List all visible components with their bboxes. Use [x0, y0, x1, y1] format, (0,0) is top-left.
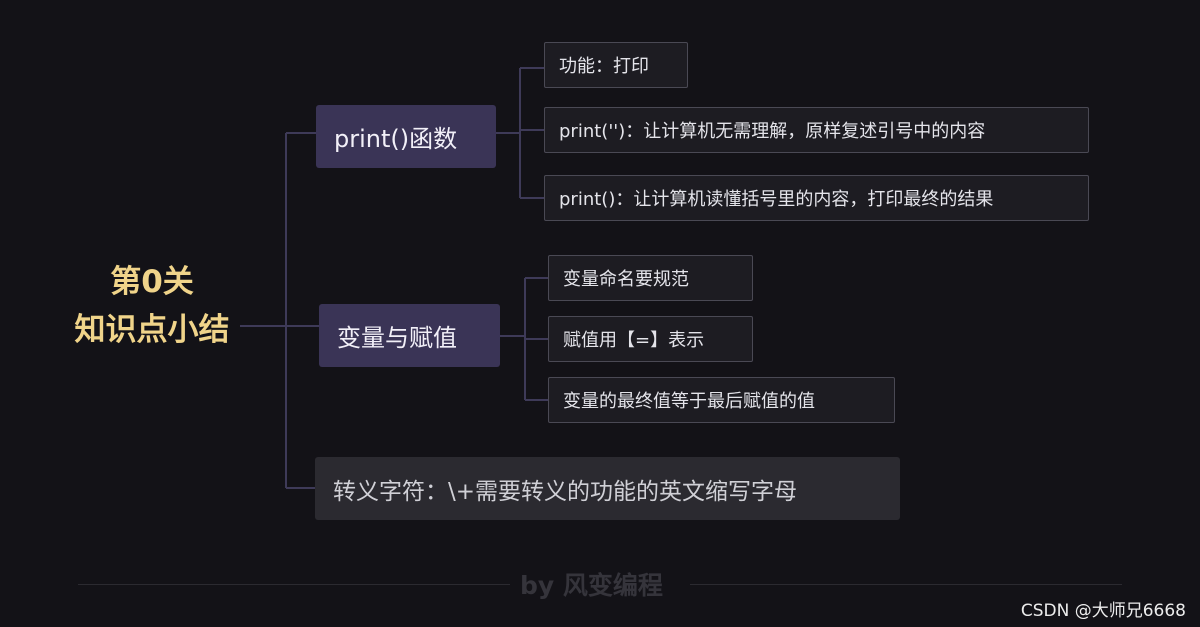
root-line-1: 第0关 [110, 264, 194, 300]
branch-escape-characters: 转义字符：\+需要转义的功能的英文缩写字母 [315, 457, 900, 520]
leaf-variable-naming: 变量命名要规范 [548, 255, 753, 301]
footer-divider-left [78, 584, 510, 585]
leaf-print-quotes: print('')：让计算机无需理解，原样复述引号中的内容 [544, 107, 1089, 153]
csdn-watermark: CSDN @大师兄6668 [1020, 601, 1186, 621]
footer-divider-right [690, 584, 1122, 585]
root-node: 第0关 知识点小结 [52, 258, 252, 354]
root-line-2: 知识点小结 [74, 312, 230, 348]
leaf-assignment-symbol: 赋值用【=】表示 [548, 316, 753, 362]
branch-variables: 变量与赋值 [319, 304, 500, 367]
leaf-print-function: 功能：打印 [544, 42, 688, 88]
leaf-print-parens: print()：让计算机读懂括号里的内容，打印最终的结果 [544, 175, 1089, 221]
branch-print-function: print()函数 [316, 105, 496, 168]
footer-credit: by 风变编程 [520, 571, 663, 600]
leaf-final-value: 变量的最终值等于最后赋值的值 [548, 377, 895, 423]
